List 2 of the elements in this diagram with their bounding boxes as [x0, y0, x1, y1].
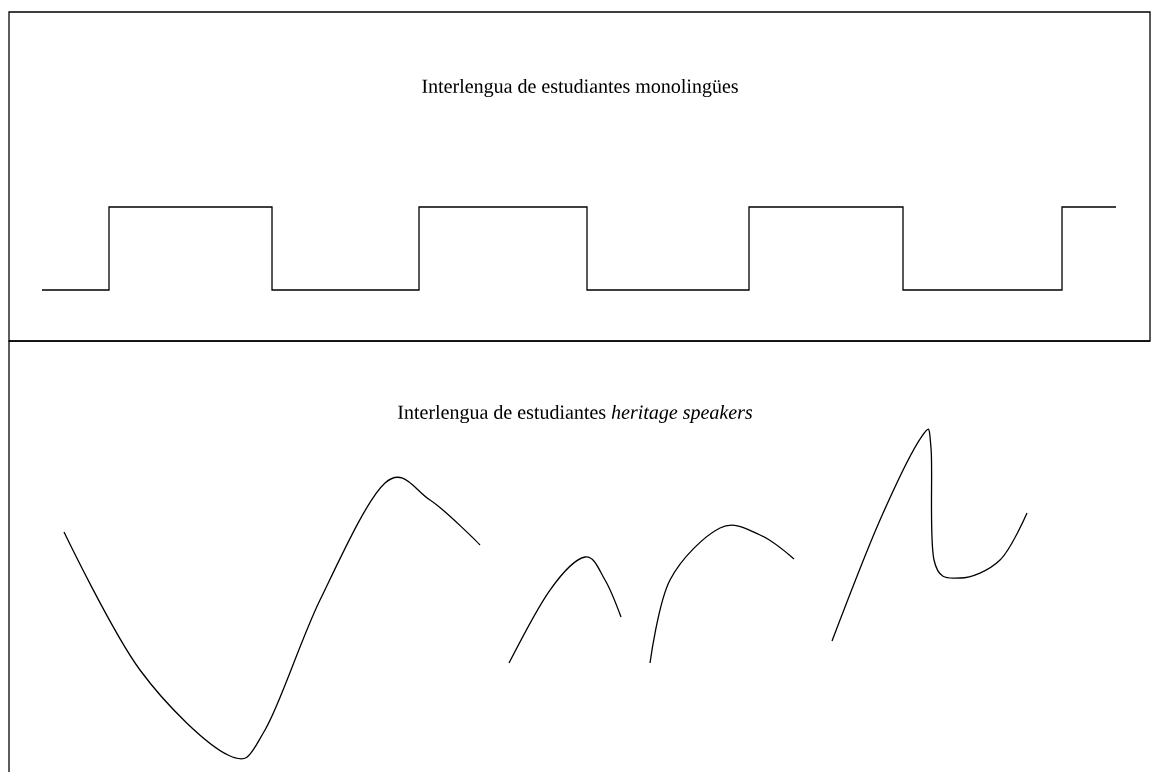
- panel: Interlengua de estudiantes monolingües: [8, 11, 1151, 342]
- panel: Interlengua de estudiantes heritage speakers: [8, 340, 1151, 772]
